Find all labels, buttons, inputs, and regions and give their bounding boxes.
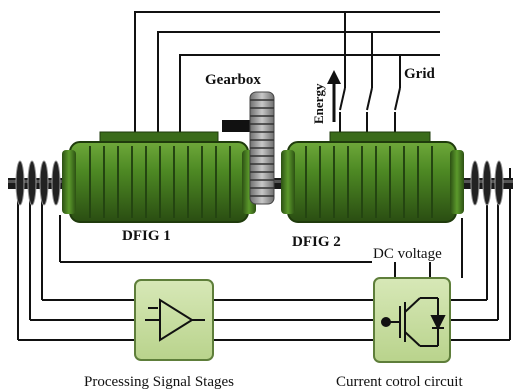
processing-label: Processing Signal Stages [84,374,234,390]
switch-blade-2 [366,87,373,111]
current-control-label: Current cotrol circuit [336,374,463,390]
wire-top-2 [157,31,440,140]
dfig2-label: DFIG 2 [292,234,341,250]
energy-label: Energy [311,83,326,124]
switch-blade-1 [339,87,346,111]
slip-rings-right [470,160,504,206]
energy-arrow-icon [327,70,341,122]
amplifier-triangle-icon [145,298,205,342]
grid-label: Grid [404,66,435,82]
slip-rings-left [15,160,61,206]
dfig2-machine [281,131,464,223]
igbt-diode-icon [381,297,446,347]
current-control-block [373,277,451,363]
dfig1-machine [62,131,256,223]
wire-top-1 [134,11,440,140]
switch-blade-3 [394,87,401,111]
dc-voltage-label: DC voltage [373,246,442,262]
wire-top-3 [179,54,440,140]
gearbox-label: Gearbox [205,72,261,88]
gearbox-icon [222,91,275,205]
dfig1-label: DFIG 1 [122,228,171,244]
wiring [17,11,511,341]
processing-block [134,279,214,361]
